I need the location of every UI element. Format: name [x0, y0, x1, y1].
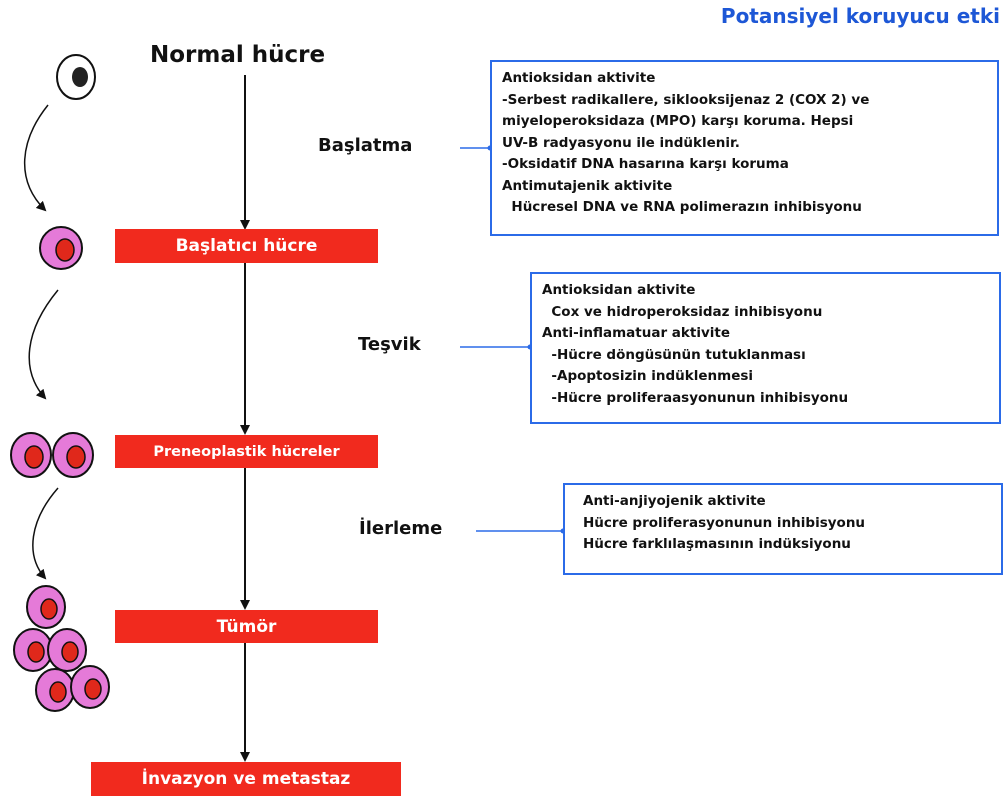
initiation-line: Antimutajenik aktivite [502, 177, 673, 194]
progression-effects-box: Anti-anjiyojenik aktivite Hücre prolifer… [563, 483, 1003, 575]
stage-preneoplastic-cells: Preneoplastik hücreler [115, 435, 378, 468]
stage-tumor: Tümör [115, 610, 378, 643]
promotion-line: Antioksidan aktivite [542, 282, 696, 298]
progression-line: Hücre proliferasyonunun inhibisyonu [583, 514, 866, 531]
preneoplastic-cells-icon [10, 432, 94, 478]
initiation-line: -Serbest radikallere, siklooksijenaz 2 (… [502, 91, 870, 108]
normal-cell-icon [56, 54, 96, 100]
progression-line: Hücre farklılaşmasının indüksiyonu [583, 536, 851, 552]
initiation-line: Antioksidan aktivite [502, 70, 656, 86]
phase-promotion: Teşvik [358, 334, 421, 355]
promotion-line: -Hücre döngüsünün tutuklanması [542, 346, 806, 363]
phase-initiation: Başlatma [318, 135, 413, 156]
promotion-line: Anti-inflamatuar aktivite [542, 325, 731, 341]
stage-invasion-metastasis: İnvazyon ve metastaz [91, 762, 401, 796]
phase-progression: İlerleme [359, 518, 443, 539]
promotion-effects-box: Antioksidan aktivite Cox ve hidroperoksi… [530, 272, 1001, 424]
initiation-line: UV-B radyasyonu ile indüklenir. [502, 134, 740, 151]
stage-normal-cell: Normal hücre [150, 42, 326, 68]
initiation-effects-box: Antioksidan aktivite -Serbest radikaller… [490, 60, 999, 236]
tumor-cells-icon [13, 585, 110, 712]
initiation-line: miyeloperoksidaza (MPO) karşı koruma. He… [502, 113, 854, 129]
progression-line: Anti-anjiyojenik aktivite [583, 493, 766, 509]
curved-arrow-1 [24, 104, 49, 212]
promotion-line: -Hücre proliferaasyonunun inhibisyonu [542, 389, 849, 406]
promotion-line: Cox ve hidroperoksidaz inhibisyonu [542, 303, 823, 320]
initiation-line: Hücresel DNA ve RNA polimerazın inhibisy… [502, 199, 862, 215]
initiated-cell-icon [39, 226, 83, 270]
initiation-line: -Oksidatif DNA hasarına karşı koruma [502, 156, 789, 172]
promotion-line: -Apoptosizin indüklenmesi [542, 368, 754, 384]
curved-arrow-3 [32, 487, 59, 580]
diagram-title: Potansiyel koruyucu etki [720, 4, 1000, 28]
curved-arrow-2 [28, 289, 59, 400]
stage-initiated-cell: Başlatıcı hücre [115, 229, 378, 263]
